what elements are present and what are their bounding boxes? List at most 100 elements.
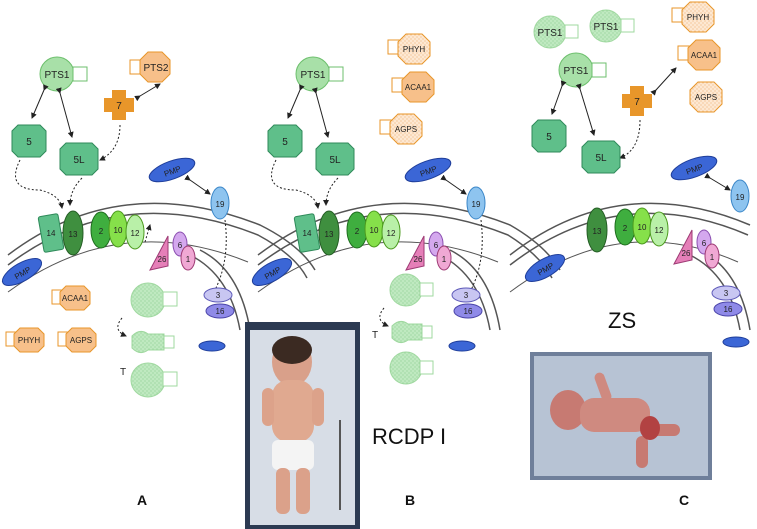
pex16-label: 16 bbox=[216, 307, 225, 316]
pex10-label: 10 bbox=[114, 226, 123, 235]
pex26-label-b: 26 bbox=[414, 255, 423, 264]
pex26-protein: 26 bbox=[149, 235, 169, 271]
pex1-label: 1 bbox=[186, 255, 191, 264]
disease-label-rcdp: RCDP I bbox=[372, 424, 446, 449]
imported-cargo-a: T bbox=[117, 282, 178, 398]
pts1-protein-c2: PTS1 bbox=[589, 9, 635, 43]
patient-photo-rcdp bbox=[245, 322, 360, 529]
phyh-cargo-c: PHYH bbox=[671, 1, 715, 33]
pmp-protein-bottom-c bbox=[722, 336, 750, 348]
pts2-label: PTS2 bbox=[143, 63, 168, 74]
thiolase-label-b: T bbox=[372, 330, 378, 341]
agps-label-c: AGPS bbox=[695, 93, 717, 102]
pex10-label-b: 10 bbox=[370, 226, 379, 235]
pex3-label: 3 bbox=[216, 291, 221, 300]
acaa1-label-c: ACAA1 bbox=[691, 51, 718, 60]
pex16-protein: 16 bbox=[205, 303, 235, 319]
pex14-protein-b: 14 bbox=[293, 213, 321, 253]
pex16-label-b: 16 bbox=[464, 307, 473, 316]
pex7-receptor: 7 bbox=[104, 90, 134, 120]
panel-a: PTS1 PTS2 7 5 5L bbox=[1, 51, 316, 508]
pex2-protein-b: 2 bbox=[346, 211, 368, 249]
pex14-protein: 14 bbox=[37, 213, 65, 253]
acaa1-cargo-b: ACAA1 bbox=[391, 71, 435, 103]
pex10-protein-b: 10 bbox=[364, 210, 384, 248]
panel-b: PTS1 PHYH ACAA1 AGPS 5 5L bbox=[245, 33, 561, 529]
pex13-protein-b: 13 bbox=[318, 210, 340, 256]
pex16-protein-c: 16 bbox=[713, 301, 743, 317]
pmp-protein-left-b: PMP bbox=[251, 258, 293, 286]
agps-cargo: AGPS bbox=[57, 327, 97, 353]
pex6-label: 6 bbox=[178, 241, 183, 250]
pex2-label-b: 2 bbox=[355, 227, 360, 236]
pex12-protein: 12 bbox=[125, 214, 145, 250]
phyh-label-b: PHYH bbox=[403, 45, 425, 54]
pex3-protein-c: 3 bbox=[711, 285, 741, 301]
pex19-label: 19 bbox=[216, 200, 225, 209]
pex14-label: 14 bbox=[47, 229, 56, 238]
pex7-receptor-c: 7 bbox=[622, 86, 652, 116]
pmp-protein-left: PMP bbox=[1, 258, 43, 286]
pex5-receptor-c: 5 bbox=[531, 119, 567, 153]
patient-photo-zs bbox=[530, 352, 712, 480]
pts1-protein-c1: PTS1 bbox=[533, 15, 579, 49]
pex19-protein-b: 19 bbox=[466, 186, 486, 220]
pmp-protein-right-c: PMP bbox=[670, 155, 718, 181]
acaa1-label-b: ACAA1 bbox=[405, 83, 432, 92]
pex12-protein-c: 12 bbox=[649, 211, 669, 247]
pts1-protein-c3: PTS1 bbox=[558, 52, 607, 88]
pex1-label-c: 1 bbox=[710, 253, 715, 262]
pex13-protein: 13 bbox=[62, 210, 84, 256]
pex19-label-b: 19 bbox=[472, 200, 481, 209]
agps-cargo-b: AGPS bbox=[379, 113, 423, 145]
pex3-label-b: 3 bbox=[464, 291, 469, 300]
pex12-label: 12 bbox=[131, 229, 140, 238]
pex2-label: 2 bbox=[99, 227, 104, 236]
imported-cargo-b: T bbox=[372, 273, 434, 385]
pex6-label-c: 6 bbox=[702, 239, 707, 248]
panel-c-letter: C bbox=[679, 492, 689, 508]
pmp-protein-left-c: PMP bbox=[524, 254, 566, 282]
pex7-label: 7 bbox=[116, 101, 122, 112]
pex10-protein: 10 bbox=[108, 210, 128, 248]
phyh-cargo: PHYH bbox=[5, 327, 45, 353]
pmp-protein-bottom bbox=[198, 340, 226, 352]
pts1-label-b: PTS1 bbox=[300, 70, 325, 81]
panel-c: PTS1 PTS1 PTS1 PHYH ACAA1 AGPS 7 bbox=[509, 1, 751, 508]
pex1-protein-b: 1 bbox=[436, 245, 452, 271]
acaa1-cargo-c: ACAA1 bbox=[677, 39, 721, 71]
agps-cargo-c: AGPS bbox=[689, 81, 723, 113]
pex10-label-c: 10 bbox=[638, 223, 647, 232]
pex5l-receptor-b: 5L bbox=[315, 142, 355, 176]
pex19-label-c: 19 bbox=[736, 193, 745, 202]
pmp-protein-bottom-b bbox=[448, 340, 476, 352]
pex26-label-c: 26 bbox=[682, 249, 691, 258]
pex5-label-c: 5 bbox=[546, 132, 552, 143]
pex5l-receptor: 5L bbox=[59, 142, 99, 176]
pts1-label: PTS1 bbox=[44, 70, 69, 81]
pex5-label-b: 5 bbox=[282, 137, 288, 148]
pex26-label: 26 bbox=[158, 255, 167, 264]
thiolase-label-a: T bbox=[120, 367, 126, 378]
acaa1-cargo: ACAA1 bbox=[51, 285, 91, 311]
pex5-label: 5 bbox=[26, 137, 32, 148]
pex7-label-c: 7 bbox=[634, 97, 640, 108]
phyh-label: PHYH bbox=[18, 336, 40, 345]
pex5l-label: 5L bbox=[73, 155, 85, 166]
pex26-protein-b: 26 bbox=[405, 235, 425, 271]
pex1-protein-c: 1 bbox=[704, 243, 720, 269]
panel-b-letter: B bbox=[405, 492, 415, 508]
pex26-protein-c: 26 bbox=[673, 229, 693, 265]
pex16-protein-b: 16 bbox=[453, 303, 483, 319]
acaa1-label: ACAA1 bbox=[62, 294, 89, 303]
pex12-label-c: 12 bbox=[655, 226, 664, 235]
pex14-label-b: 14 bbox=[303, 229, 312, 238]
pex3-protein-b: 3 bbox=[451, 287, 481, 303]
pex1-label-b: 1 bbox=[442, 255, 447, 264]
pts1-label-c1: PTS1 bbox=[537, 28, 562, 39]
pex6-label-b: 6 bbox=[434, 241, 439, 250]
panel-a-letter: A bbox=[137, 492, 147, 508]
agps-label-b: AGPS bbox=[395, 125, 417, 134]
